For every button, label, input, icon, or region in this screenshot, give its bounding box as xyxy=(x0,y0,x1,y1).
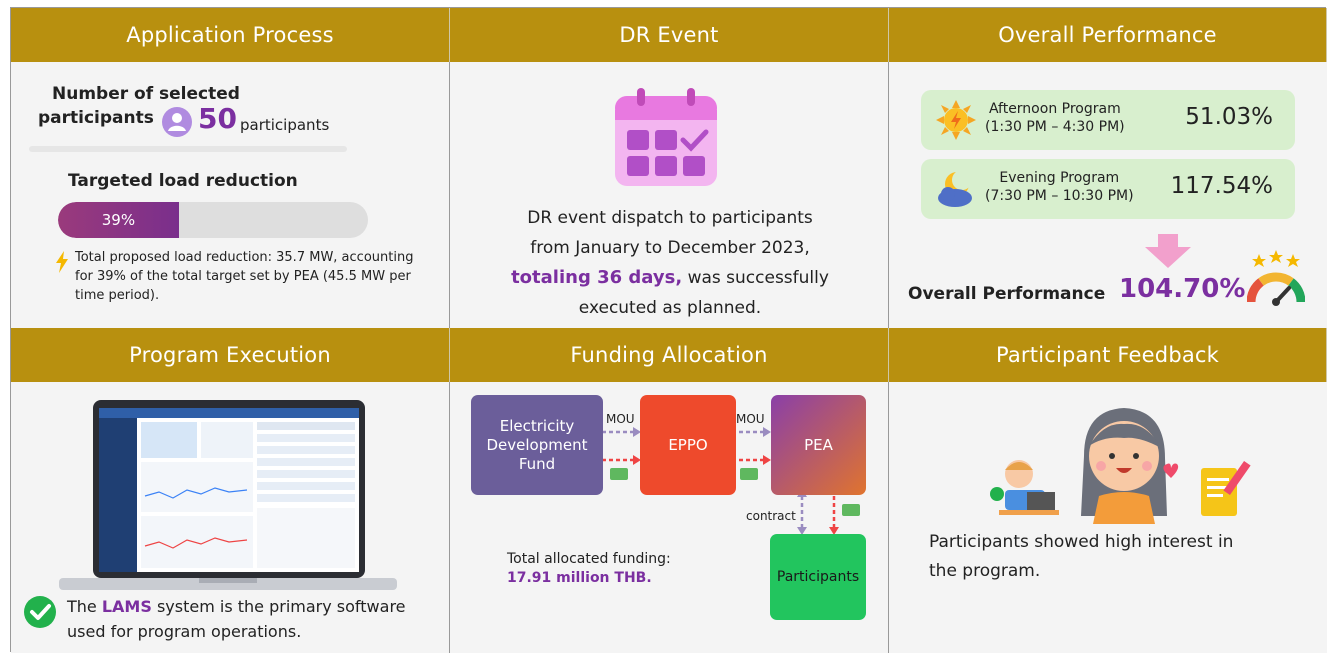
total-funding: Total allocated funding: 17.91 million T… xyxy=(507,551,671,586)
evening-program-name: Evening Program (7:30 PM – 10:30 PM) xyxy=(985,170,1134,204)
selected-participants-label: Number of selected participants xyxy=(38,84,240,128)
happy-woman-icon xyxy=(1081,408,1179,524)
infographic-grid: Application Process DR Event Overall Per… xyxy=(10,7,1327,653)
sun-icon xyxy=(936,100,976,140)
overall-performance-panel: Afternoon Program (1:30 PM – 4:30 PM) 51… xyxy=(889,62,1327,328)
afternoon-program-card: Afternoon Program (1:30 PM – 4:30 PM) 51… xyxy=(921,90,1295,150)
application-process-panel: Number of selected participants 50 parti… xyxy=(11,62,450,328)
moon-cloud-icon xyxy=(938,170,972,207)
dr-event-panel: DR event dispatch to participants from J… xyxy=(450,62,889,328)
participants-unit: participants xyxy=(240,116,330,134)
dr-event-description: DR event dispatch to participants from J… xyxy=(511,208,829,318)
document-pencil-icon xyxy=(1201,460,1251,516)
overall-performance-value: 104.70% xyxy=(1119,274,1246,304)
load-reduction-progress-bar: 39% xyxy=(58,202,368,238)
person-laptop-icon xyxy=(990,460,1059,515)
participant-feedback-panel: Participants showed high interest in the… xyxy=(889,382,1327,653)
afternoon-program-percent: 51.03% xyxy=(1185,104,1273,130)
afternoon-program-name: Afternoon Program (1:30 PM – 4:30 PM) xyxy=(985,101,1125,135)
check-circle-icon xyxy=(24,596,56,628)
evening-program-card: Evening Program (7:30 PM – 10:30 PM) 117… xyxy=(921,159,1295,219)
mou-label-2: MOU xyxy=(736,412,765,426)
participants-count: 50 xyxy=(198,102,237,135)
user-icon xyxy=(162,107,192,137)
contract-label: contract xyxy=(746,509,796,523)
lightning-icon xyxy=(56,251,68,273)
header-overall-performance: Overall Performance xyxy=(889,8,1327,62)
days-highlight: totaling 36 days, xyxy=(511,267,683,288)
money-icon xyxy=(610,468,860,516)
targeted-load-reduction-label: Targeted load reduction xyxy=(68,171,298,191)
calendar-check-icon xyxy=(615,88,717,186)
program-execution-panel: The LAMS system is the primary software … xyxy=(11,382,450,653)
load-reduction-progress-fill: 39% xyxy=(58,202,179,238)
evening-program-percent: 117.54% xyxy=(1170,173,1273,199)
feedback-text: Participants showed high interest in the… xyxy=(929,532,1234,581)
load-reduction-note: Total proposed load reduction: 35.7 MW, … xyxy=(75,250,414,303)
eppo-box: EPPO xyxy=(640,395,736,495)
funding-allocation-panel: Electricity Development Fund EPPO PEA Pa… xyxy=(450,382,889,653)
participants-box: Participants xyxy=(770,534,866,620)
header-application-process: Application Process xyxy=(11,8,450,62)
gauge-icon xyxy=(1247,250,1305,306)
lams-description: The LAMS system is the primary software … xyxy=(67,597,406,641)
progress-percent-label: 39% xyxy=(101,211,136,229)
mou-label-1: MOU xyxy=(606,412,635,426)
overall-performance-label: Overall Performance xyxy=(908,284,1106,304)
header-participant-feedback: Participant Feedback xyxy=(889,328,1327,382)
happy-people-illustration xyxy=(990,408,1251,524)
pea-box: PEA xyxy=(771,395,866,495)
electricity-development-fund-box: Electricity Development Fund xyxy=(471,395,603,495)
laptop-screenshot-image xyxy=(59,400,397,590)
header-funding-allocation: Funding Allocation xyxy=(450,328,889,382)
lams-highlight: LAMS xyxy=(101,597,152,616)
header-program-execution: Program Execution xyxy=(11,328,450,382)
header-dr-event: DR Event xyxy=(450,8,889,62)
down-arrow-icon xyxy=(1145,234,1191,268)
divider xyxy=(29,146,347,152)
